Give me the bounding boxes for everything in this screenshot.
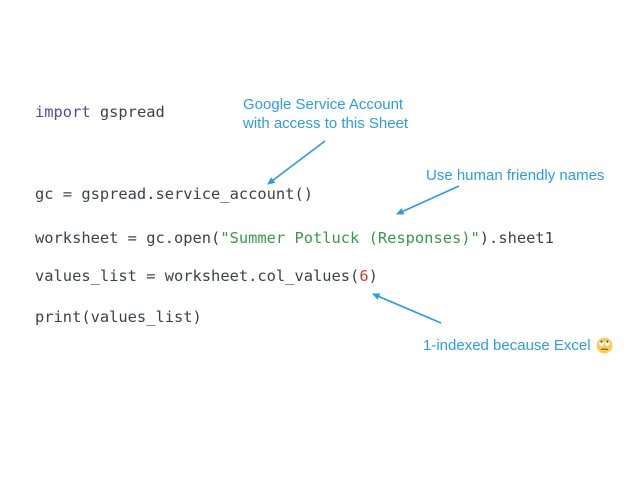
code-token-service-account: gc = gspread.service_account() [35, 185, 313, 203]
code-token-print-call: print(values_list) [35, 308, 202, 326]
code-line-service-account: gc = gspread.service_account() [35, 186, 313, 202]
code-token-keyword-import: import [35, 103, 91, 121]
face-with-rolling-eyes-emoji [596, 337, 613, 354]
annotation-one-indexed-text: 1-indexed because Excel [423, 337, 591, 354]
arrow-to-column-index [372, 293, 442, 324]
arrow-to-service-account [267, 140, 326, 185]
code-token-sheet-name-string: "Summer Potluck (Responses)" [220, 229, 480, 247]
code-token-close-paren: ) [368, 267, 378, 285]
code-token-col-values-call: values_list = worksheet.col_values( [35, 267, 360, 285]
arrow-to-sheet-name [396, 185, 460, 215]
code-line-open-sheet: worksheet = gc.open("Summer Potluck (Res… [35, 230, 554, 246]
code-token-open-call: worksheet = gc.open( [35, 229, 221, 247]
code-line-col-values: values_list = worksheet.col_values(6) [35, 268, 378, 284]
code-token-column-number: 6 [359, 267, 369, 285]
annotation-friendly-names: Use human friendly names [426, 166, 604, 185]
code-line-print: print(values_list) [35, 309, 202, 325]
annotation-friendly-names-text: Use human friendly names [426, 167, 605, 184]
code-token-sheet1-accessor: ).sheet1 [479, 229, 554, 247]
code-line-import: import gspread [35, 104, 165, 120]
annotation-service-account-line2: with access to this Sheet [243, 115, 409, 132]
code-token-module-name: gspread [90, 103, 165, 121]
annotation-one-indexed: 1-indexed because Excel [423, 336, 613, 355]
annotation-service-account-line1: Google Service Account [243, 96, 404, 113]
annotation-service-account: Google Service Account with access to th… [243, 95, 408, 133]
